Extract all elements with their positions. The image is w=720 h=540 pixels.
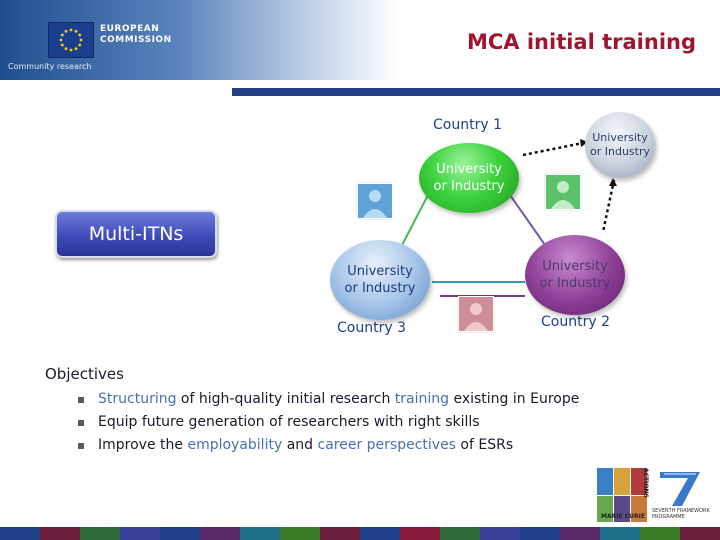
marie-curie-logo bbox=[597, 468, 647, 522]
country-1-label: Country 1 bbox=[433, 117, 502, 133]
footer-segment bbox=[400, 527, 440, 540]
marie-curie-side-text: ACTIONS bbox=[642, 468, 649, 498]
bullet-text: existing in Europe bbox=[449, 391, 580, 407]
researcher-pink-icon bbox=[458, 296, 494, 332]
list-item: Structuring of high-quality initial rese… bbox=[78, 388, 579, 411]
highlight-training: training bbox=[394, 391, 450, 407]
footer-segment bbox=[600, 527, 640, 540]
footer-segment bbox=[640, 527, 680, 540]
node-top-line2: or Industry bbox=[433, 179, 505, 194]
country-3-label: Country 3 bbox=[337, 320, 406, 336]
bullet-square-icon bbox=[78, 442, 84, 449]
node-right-line1: University bbox=[542, 259, 608, 274]
node-top-line1: University bbox=[436, 162, 502, 177]
bullet-text: of high-quality initial research bbox=[176, 391, 395, 407]
footer-segment bbox=[320, 527, 360, 540]
footer-segment bbox=[160, 527, 200, 540]
objectives-list: Structuring of high-quality initial rese… bbox=[78, 388, 579, 457]
node-university-left: University or Industry bbox=[330, 240, 430, 320]
footer-segment bbox=[560, 527, 600, 540]
bullet-square-icon bbox=[78, 396, 84, 403]
node-far-line1: University bbox=[592, 131, 648, 144]
researcher-green-icon bbox=[545, 174, 581, 210]
node-university-right: University or Industry bbox=[525, 235, 625, 315]
footer-segment bbox=[480, 527, 520, 540]
bullet-text: of ESRs bbox=[455, 437, 514, 453]
list-item: Improve the employability and career per… bbox=[78, 434, 579, 457]
footer-segment bbox=[240, 527, 280, 540]
arrow-head-right bbox=[609, 178, 617, 186]
footer-segment bbox=[120, 527, 160, 540]
bullet-text: Equip future generation of researchers w… bbox=[98, 414, 480, 430]
footer-segment bbox=[0, 527, 40, 540]
country-2-label: Country 2 bbox=[541, 314, 610, 330]
footer-segment bbox=[280, 527, 320, 540]
fp7-logo bbox=[652, 468, 708, 524]
bullet-square-icon bbox=[78, 419, 84, 426]
highlight-employability: employability bbox=[187, 437, 283, 453]
bullet-text: Improve the bbox=[98, 437, 188, 453]
footer-segment bbox=[200, 527, 240, 540]
connector-dotted-top bbox=[522, 141, 584, 157]
eu-name-line2: COMMISSION bbox=[100, 35, 172, 45]
footer-segment bbox=[520, 527, 560, 540]
slide-title: MCA initial training bbox=[466, 30, 696, 54]
objectives-heading: Objectives bbox=[45, 365, 124, 383]
footer-segment bbox=[40, 527, 80, 540]
footer-segment bbox=[360, 527, 400, 540]
node-far-line2: or Industry bbox=[590, 145, 650, 158]
eu-subtitle: Community research bbox=[8, 62, 92, 71]
list-item: Equip future generation of researchers w… bbox=[78, 411, 579, 434]
fp7-text: SEVENTH FRAMEWORK PROGRAMME bbox=[652, 508, 710, 520]
footer-color-bar bbox=[0, 527, 720, 540]
bullet-text: and bbox=[282, 437, 318, 453]
title-rule bbox=[232, 88, 720, 96]
connector-dotted-right bbox=[601, 179, 616, 233]
multi-itns-button[interactable]: Multi-ITNs bbox=[55, 210, 217, 258]
marie-curie-text: MARIE CURIE bbox=[601, 513, 645, 520]
eu-commission-name: EUROPEAN COMMISSION bbox=[100, 24, 172, 46]
researcher-blue-icon bbox=[357, 183, 393, 219]
footer-segment bbox=[680, 527, 720, 540]
node-left-line1: University bbox=[347, 264, 413, 279]
footer-segment bbox=[80, 527, 120, 540]
eu-flag-icon bbox=[48, 22, 94, 58]
node-right-line2: or Industry bbox=[539, 276, 611, 291]
connector-top-right bbox=[509, 194, 546, 246]
highlight-career: career perspectives bbox=[317, 437, 456, 453]
highlight-structuring: Structuring bbox=[98, 391, 177, 407]
node-university-top: University or Industry bbox=[419, 143, 519, 213]
node-university-far: University or Industry bbox=[585, 112, 655, 178]
eu-name-line1: EUROPEAN bbox=[100, 24, 160, 34]
footer-segment bbox=[440, 527, 480, 540]
node-left-line2: or Industry bbox=[344, 281, 416, 296]
